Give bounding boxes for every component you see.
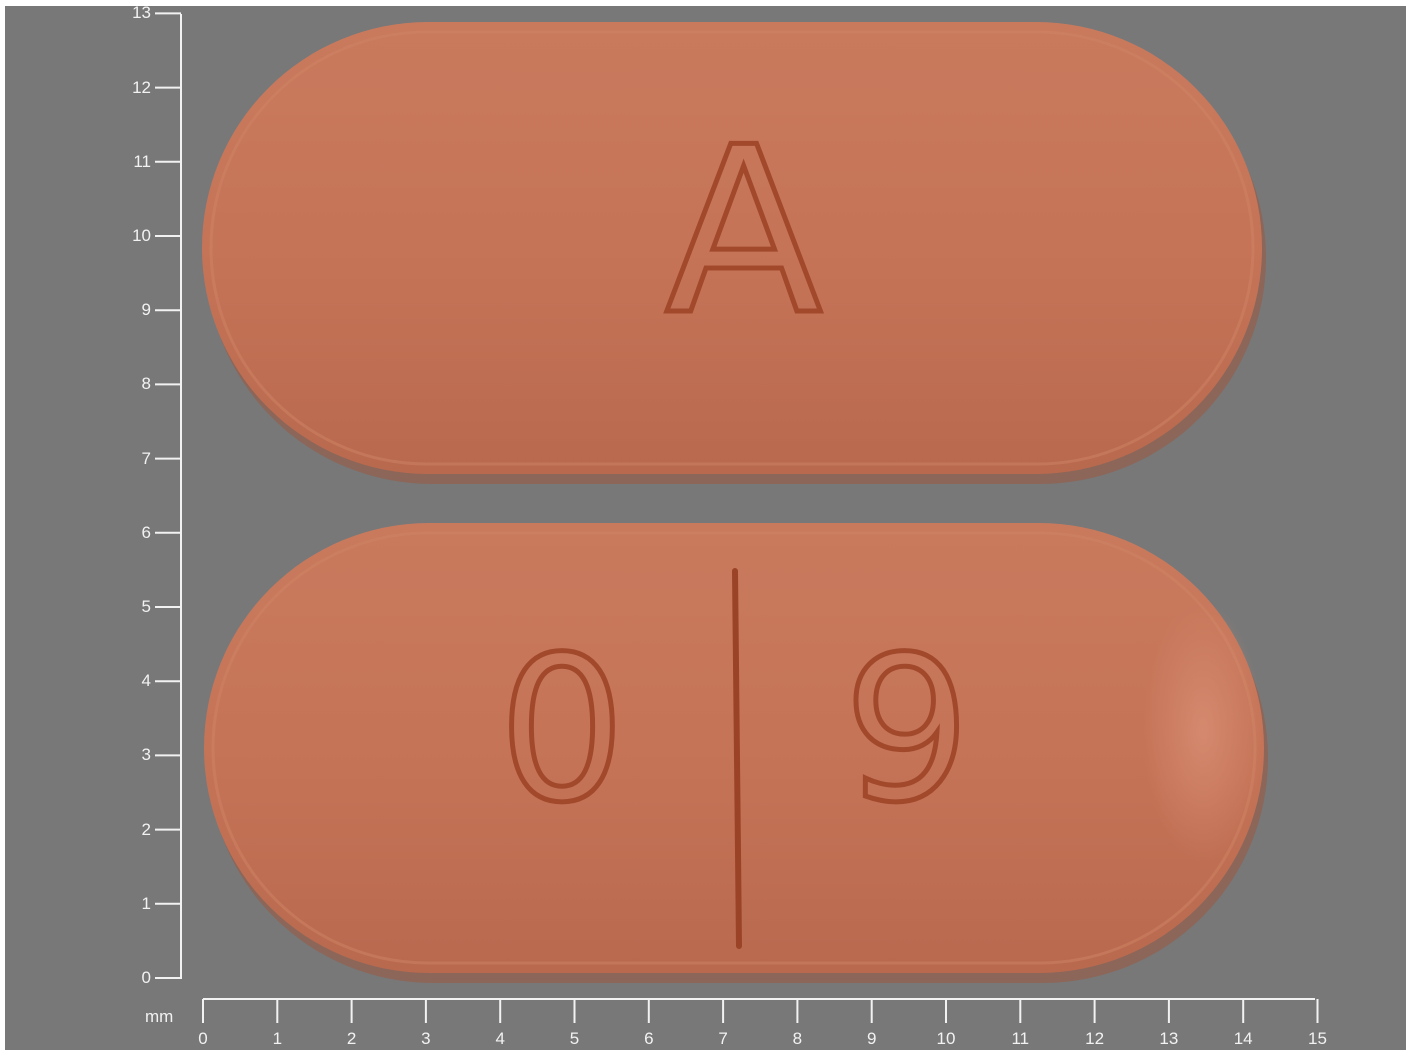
x-tick-label: 7 xyxy=(718,1029,728,1048)
score-line xyxy=(732,568,742,949)
x-tick-label: 8 xyxy=(792,1029,803,1048)
imprint-top: A xyxy=(663,99,825,366)
x-tick-label: 5 xyxy=(569,1029,580,1048)
y-tick-label: 12 xyxy=(132,77,151,97)
x-tick-label: 2 xyxy=(346,1029,357,1048)
x-tick-label: 15 xyxy=(1308,1029,1327,1048)
y-tick-label: 10 xyxy=(132,226,151,245)
imprint-bottom-left: 0 xyxy=(496,614,628,847)
y-tick-label: 7 xyxy=(141,448,151,468)
x-tick-label: 13 xyxy=(1159,1029,1179,1048)
scale-unit-label: mm xyxy=(145,1007,174,1026)
y-tick-label: 6 xyxy=(141,522,151,542)
pill-photo xyxy=(155,12,1319,1023)
x-tick-label: 4 xyxy=(495,1029,505,1048)
y-tick-label: 8 xyxy=(141,374,151,394)
x-tick-label: 6 xyxy=(644,1029,654,1048)
y-tick-label: 3 xyxy=(141,745,151,765)
x-tick-label: 3 xyxy=(421,1029,431,1048)
y-tick-label: 2 xyxy=(141,819,151,839)
x-tick-label: 11 xyxy=(1011,1029,1030,1048)
x-tick-label: 12 xyxy=(1085,1029,1105,1048)
x-tick-label: 10 xyxy=(936,1029,956,1048)
x-tick-label: 9 xyxy=(866,1029,877,1048)
y-tick-label: 1 xyxy=(141,893,151,913)
tablet-top xyxy=(202,22,1266,484)
y-tick-label: 0 xyxy=(141,968,151,987)
y-tick-label: 13 xyxy=(132,6,151,23)
y-tick-label: 11 xyxy=(133,151,151,171)
x-tick-label: 0 xyxy=(198,1029,208,1048)
x-tick-label: 1 xyxy=(272,1029,283,1048)
imprint-bottom-right: 9 xyxy=(841,614,973,847)
y-tick-label: 5 xyxy=(141,597,151,616)
scale-axes xyxy=(155,12,1319,1023)
tablet-bottom xyxy=(204,523,1268,983)
y-tick-label: 9 xyxy=(141,300,151,320)
x-tick-label: 14 xyxy=(1233,1029,1253,1048)
y-tick-label: 4 xyxy=(141,671,151,691)
